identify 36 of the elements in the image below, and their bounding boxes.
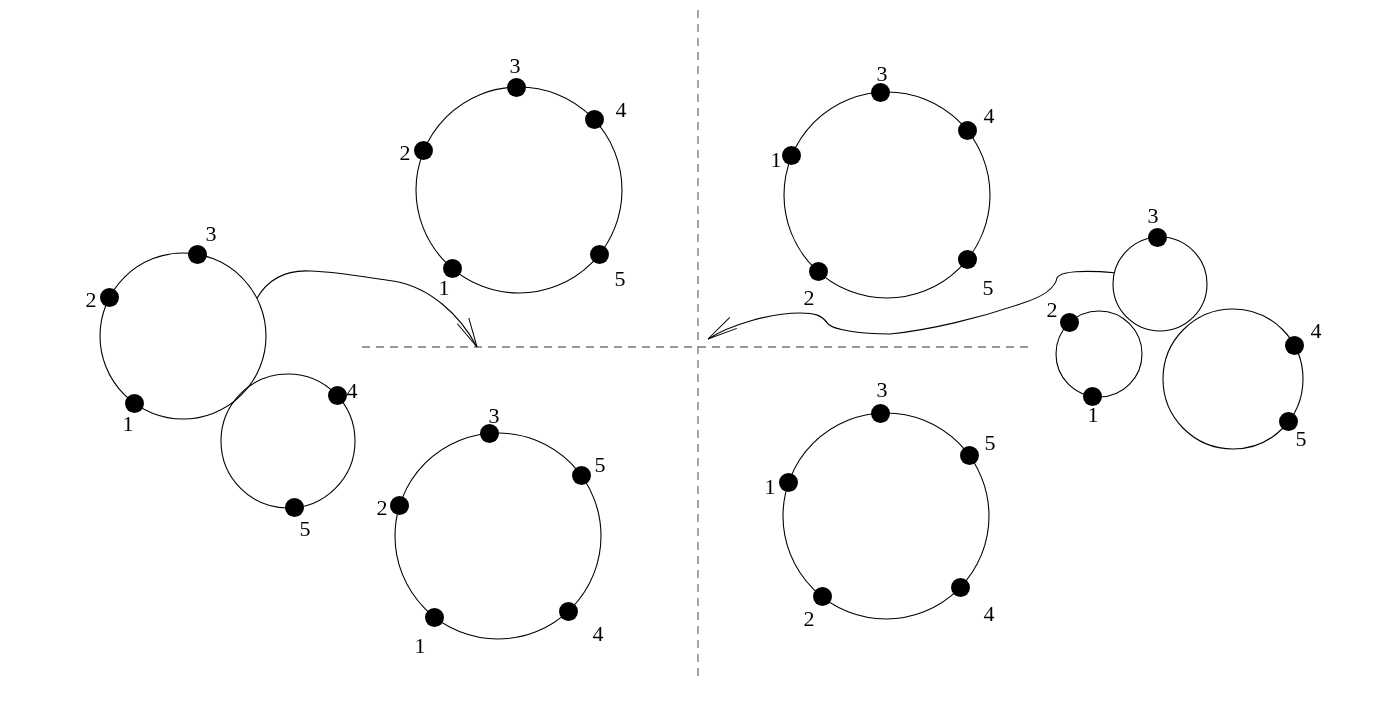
point-number: 4 — [615, 100, 627, 120]
point-number: 3 — [876, 380, 888, 400]
point-number: 2 — [803, 609, 815, 629]
point-number: 4 — [983, 106, 995, 126]
point-number: 5 — [594, 455, 606, 475]
point-number: 1 — [1087, 405, 1099, 425]
point-number: 2 — [85, 290, 97, 310]
circle — [1055, 310, 1143, 398]
point-number: 5 — [1295, 429, 1307, 449]
curved-arrow — [707, 270, 1115, 340]
point-number: 1 — [122, 414, 134, 434]
point-number: 5 — [299, 519, 311, 539]
point-number: 3 — [509, 56, 521, 76]
point-number: 2 — [399, 143, 411, 163]
point-number: 1 — [414, 636, 426, 656]
point-number: 5 — [984, 433, 996, 453]
point-number: 3 — [205, 224, 217, 244]
point-number: 5 — [614, 269, 626, 289]
point-number: 4 — [1310, 321, 1322, 341]
point-number: 1 — [438, 278, 450, 298]
point-number: 4 — [983, 604, 995, 624]
point-number: 3 — [876, 64, 888, 84]
point-number: 4 — [592, 624, 604, 644]
point-number: 1 — [764, 477, 776, 497]
circle — [1162, 308, 1304, 450]
curved-arrow — [256, 270, 478, 348]
point-number: 2 — [1046, 300, 1058, 320]
point-number: 3 — [488, 406, 500, 426]
point-number: 3 — [1147, 206, 1159, 226]
point-number: 5 — [982, 278, 994, 298]
point-number: 2 — [803, 288, 815, 308]
circle — [1112, 236, 1208, 332]
point-number: 1 — [770, 150, 782, 170]
point-number: 4 — [346, 381, 358, 401]
point-number: 2 — [376, 498, 388, 518]
circle — [220, 373, 356, 509]
